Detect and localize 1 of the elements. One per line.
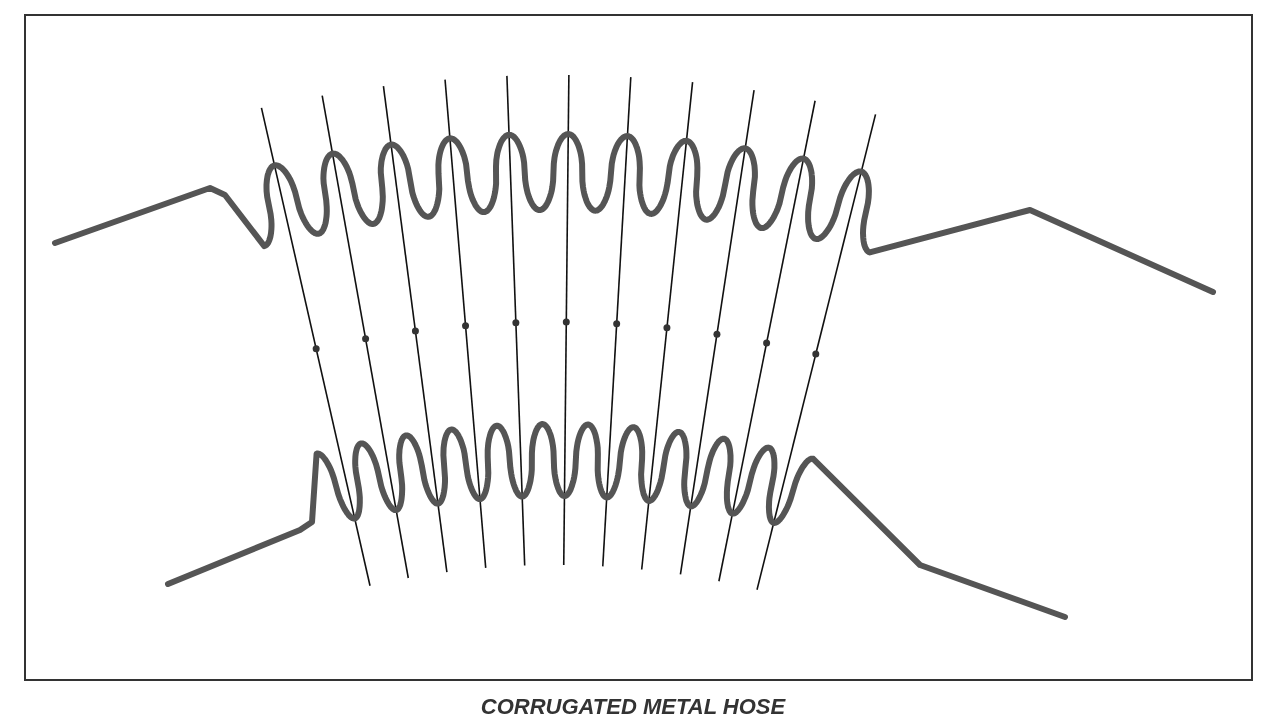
- figure-caption: CORRUGATED METAL HOSE: [480, 694, 786, 720]
